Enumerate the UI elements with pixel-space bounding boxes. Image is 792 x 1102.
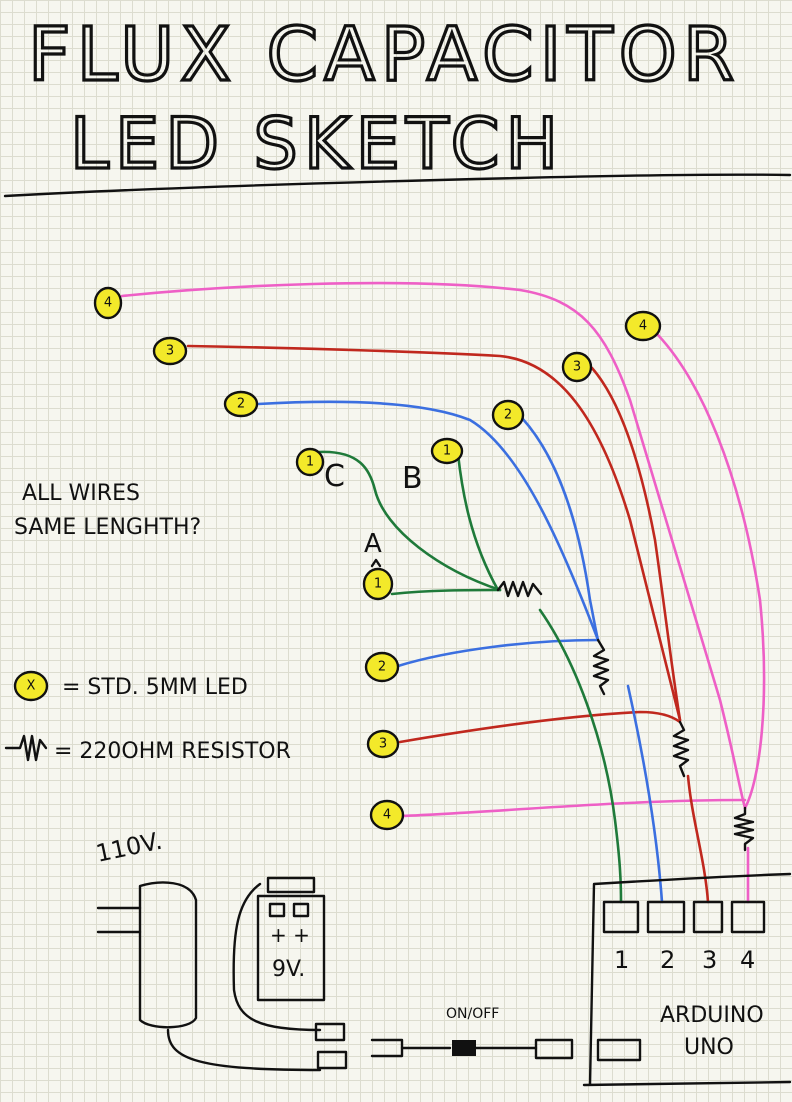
led-1-a: 1	[362, 567, 394, 601]
title-line-1: FLUX CAPACITOR	[28, 12, 740, 98]
resistor-pin4	[733, 806, 755, 852]
svg-text:3: 3	[379, 737, 387, 752]
battery-terminals-label: + +	[270, 923, 310, 947]
resistors	[496, 580, 755, 852]
title-line-2: LED SKETCH	[70, 103, 564, 185]
arduino-pin-label-1: 1	[614, 946, 629, 974]
red-wires	[186, 344, 710, 904]
legend-led-text: = STD. 5MM LED	[62, 675, 248, 700]
wall-voltage-label: 110V.	[93, 827, 164, 868]
svg-text:X: X	[27, 679, 36, 694]
led-3-a: 3	[366, 729, 400, 759]
svg-text:1: 1	[306, 455, 314, 470]
arduino-pin-label-3: 3	[702, 946, 717, 974]
svg-text:1: 1	[374, 577, 382, 592]
arduino-pin-header-4	[730, 900, 766, 934]
svg-text:1: 1	[443, 444, 451, 459]
resistor-pin1	[496, 580, 543, 598]
group-label-b: B	[402, 461, 423, 496]
svg-text:3: 3	[166, 344, 174, 359]
legend-led: X	[13, 670, 49, 702]
led-2-a: 2	[364, 651, 400, 683]
arduino-label-line-2: UNO	[684, 1035, 734, 1060]
pink-wires	[120, 281, 766, 904]
resistor-pin2	[592, 638, 610, 696]
led-4-a: 4	[369, 799, 405, 831]
switch-label: ON/OFF	[446, 1006, 499, 1022]
arduino-pin-header-2	[646, 900, 686, 934]
svg-text:2: 2	[378, 660, 386, 675]
on-off-switch	[452, 1038, 642, 1062]
led-top-left-4: 4	[93, 286, 123, 320]
battery-voltage-label: 9V.	[272, 957, 305, 982]
arduino-board: 1 2 3 4 ARDUINO UNO	[582, 872, 792, 1087]
led-top-left-2: 2	[223, 390, 259, 418]
group-label-a: A	[364, 529, 382, 559]
title-underline	[3, 173, 792, 198]
svg-text:3: 3	[573, 360, 581, 375]
note-line-1: ALL WIRES	[22, 481, 140, 506]
green-wires	[316, 450, 623, 904]
arduino-pin-header-1	[602, 900, 640, 934]
svg-text:2: 2	[504, 408, 512, 423]
svg-text:4: 4	[639, 319, 647, 334]
legend-resistor-text: = 220OHM RESISTOR	[54, 739, 291, 764]
arduino-pin-label-2: 2	[660, 946, 675, 974]
led-4-right: 4	[624, 310, 662, 342]
svg-text:2: 2	[237, 397, 245, 412]
resistor-pin3	[672, 720, 690, 778]
legend-resistor-symbol	[4, 734, 48, 762]
barrel-plugs	[314, 1022, 452, 1070]
group-a-arrow	[370, 558, 382, 568]
wall-adapter	[96, 881, 322, 1072]
svg-text:4: 4	[104, 296, 112, 311]
arduino-pin-header-3	[692, 900, 724, 934]
arduino-pin-label-4: 4	[740, 946, 755, 974]
led-3-mid: 3	[561, 351, 593, 383]
note-line-2: SAME LENGHTH?	[14, 515, 201, 540]
led-2-mid: 2	[491, 399, 525, 431]
led-top-left-3: 3	[152, 336, 188, 366]
led-1-c: 1	[295, 447, 325, 477]
blue-wires	[256, 400, 664, 904]
group-label-c: C	[324, 459, 345, 494]
svg-text:4: 4	[383, 808, 391, 823]
led-1-b: 1	[430, 437, 464, 465]
arduino-label-line-1: ARDUINO	[660, 1003, 764, 1028]
battery-9v: + + 9V.	[232, 876, 326, 1032]
